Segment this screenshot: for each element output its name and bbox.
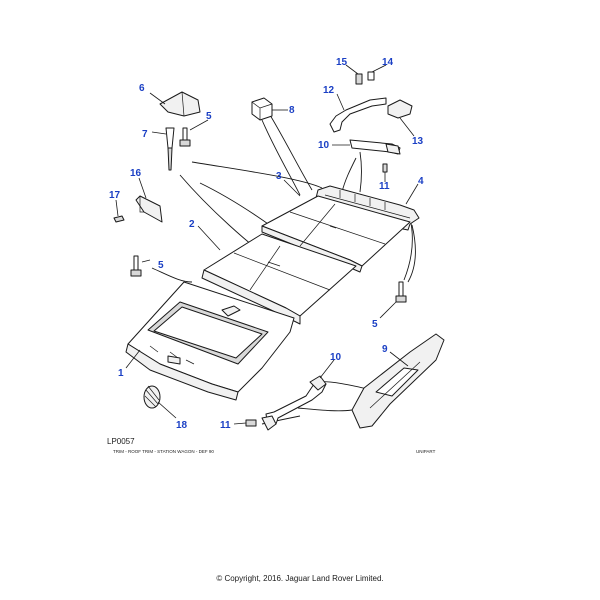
part-17-screw <box>113 215 125 223</box>
source-tag: UNIPART <box>416 449 436 454</box>
callout-6: 6 <box>139 83 145 94</box>
callout-5-left: 5 <box>158 260 164 271</box>
callout-5-upper: 5 <box>206 111 212 122</box>
part-10-lower-grab-handle <box>261 375 327 431</box>
part-8-clip <box>251 97 273 121</box>
callout-11-upper: 11 <box>379 181 390 192</box>
part-5-upper-screw <box>179 127 191 147</box>
part-13-clip <box>387 99 413 119</box>
part-1-front-headlining <box>125 281 295 401</box>
callout-7: 7 <box>142 129 148 140</box>
callout-4: 4 <box>418 176 424 187</box>
callout-15: 15 <box>336 57 348 68</box>
callout-18: 18 <box>176 420 188 431</box>
part-12-bracket <box>329 97 387 133</box>
callout-10-upper: 10 <box>318 140 330 151</box>
callout-5-right: 5 <box>372 319 378 330</box>
part-10-upper-grab-handle <box>349 139 401 155</box>
callout-16: 16 <box>130 168 142 179</box>
callout-10-lower: 10 <box>330 352 342 363</box>
drawing-code: LP0057 <box>107 437 135 446</box>
part-5-left-screw <box>130 255 142 277</box>
callout-8: 8 <box>289 105 295 116</box>
callout-13: 13 <box>412 136 424 147</box>
callout-1: 1 <box>118 368 124 379</box>
part-18-grommet <box>143 385 161 409</box>
leader-lines <box>115 64 419 425</box>
callout-numbers: 1 2 3 4 5 5 5 6 7 8 9 10 10 11 11 12 13 … <box>109 57 424 431</box>
part-6-bracket <box>159 91 201 117</box>
part-16-bracket <box>135 195 163 223</box>
part-14-15-fixings <box>355 71 375 85</box>
part-2-centre-headlining <box>201 233 357 325</box>
part-11-screws <box>245 163 388 427</box>
callout-2: 2 <box>189 219 195 230</box>
callout-12: 12 <box>323 85 335 96</box>
part-5-right-screw <box>395 281 407 303</box>
drawing-title: TRIM - ROOF TRIM - STATION WAGON - DEF 9… <box>113 449 214 454</box>
callout-3: 3 <box>276 171 282 182</box>
callout-11-lower: 11 <box>220 420 231 431</box>
callout-9: 9 <box>382 344 388 355</box>
part-7-rivet <box>165 127 175 171</box>
callout-17: 17 <box>109 190 121 201</box>
copyright-notice: © Copyright, 2016. Jaguar Land Rover Lim… <box>216 574 384 583</box>
part-9-side-trim <box>351 333 445 429</box>
callout-14: 14 <box>382 57 394 68</box>
